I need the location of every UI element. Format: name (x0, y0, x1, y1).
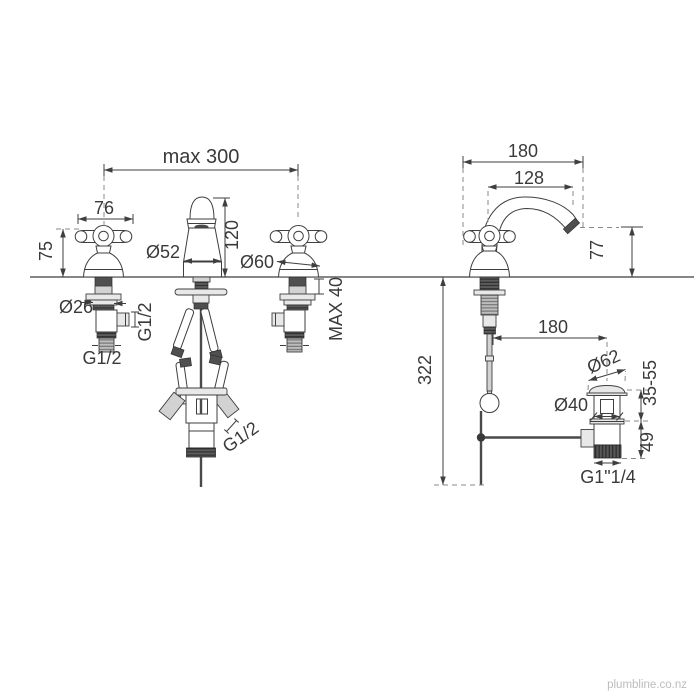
dim-spout-base-diameter-label: Ø52 (146, 242, 180, 262)
front-left-handle (74, 225, 133, 353)
dimension-lines-front (56, 164, 324, 434)
dimension-labels: max 300 76 75 Ø26 G1/2 G1/2 Ø52 120 Ø60 … (36, 141, 660, 487)
dim-valve-bottom-thread-label: G1/2 (82, 348, 121, 368)
dim-overall-below-deck-label: 322 (415, 355, 435, 385)
front-spout (158, 196, 240, 487)
waste-thread (593, 444, 622, 459)
pivot-joint (476, 433, 486, 442)
dim-waste-body-diameter-label: Ø40 (554, 395, 588, 415)
popup-waste-assembly (586, 385, 628, 459)
dim-rod-to-waste-label: 180 (538, 317, 568, 337)
dim-spout-outlet-height-label: 77 (587, 240, 607, 260)
side-view-faucet (463, 196, 595, 485)
dim-handle-base-diameter-label: Ø60 (240, 252, 274, 272)
dim-waste-below-height-label: 49 (637, 432, 657, 452)
waste-clevis (580, 429, 595, 448)
spout-dome (189, 196, 215, 220)
dim-handle-width-label: 76 (94, 198, 114, 218)
dim-max-spread-label: max 300 (163, 146, 240, 168)
spout-cone (182, 227, 223, 263)
front-right-handle (269, 225, 328, 353)
dim-spout-reach-label: 128 (514, 168, 544, 188)
dim-max-deck-thickness-label: MAX 40 (326, 277, 346, 341)
dim-spout-height-label: 120 (222, 220, 242, 250)
dim-deck-thickness-range-label: 35-55 (640, 360, 660, 406)
dim-waste-thread-label: G1"1/4 (580, 467, 635, 487)
dim-shank-diameter-label: Ø26 (59, 297, 93, 317)
dim-handle-height-label: 75 (36, 241, 56, 261)
horseshoe-washer (174, 288, 228, 296)
dim-hose-thread-label: G1/2 (219, 418, 262, 457)
dim-valve-side-thread-label: G1/2 (135, 302, 155, 341)
dim-waste-flange-diameter-label: Ø62 (584, 345, 623, 377)
watermark-text: plumbline.co.nz (607, 679, 687, 691)
popup-rod-ball-joint (479, 393, 500, 413)
popup-guide-body (158, 387, 240, 458)
dim-overall-depth-label: 180 (508, 141, 538, 161)
dimension-lines-side (434, 156, 648, 486)
